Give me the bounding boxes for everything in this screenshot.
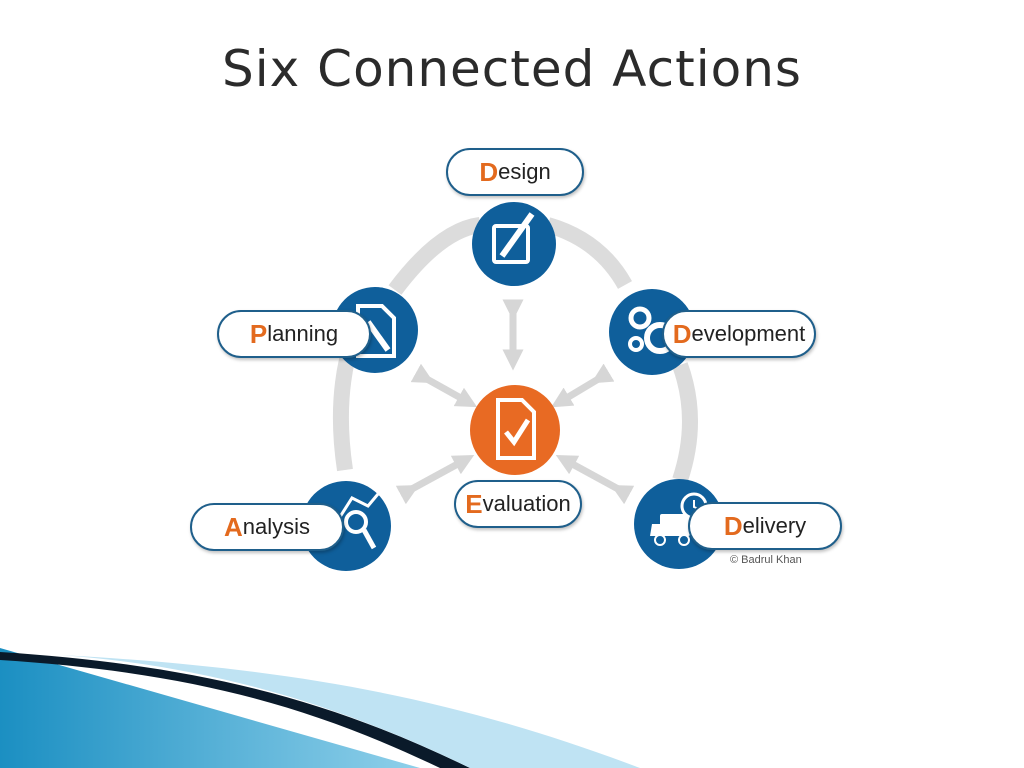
- arc-planning-design: [388, 217, 482, 295]
- arrow-delivery-evaluation: [555, 454, 635, 505]
- slide-title: Six Connected Actions: [222, 40, 802, 98]
- center-arrows: [395, 299, 635, 505]
- arrow-development-evaluation: [550, 363, 615, 408]
- bottom-decorative-band: [0, 648, 640, 768]
- evaluation-node-circle: [470, 385, 560, 475]
- arc-design-development: [545, 217, 632, 290]
- arc-development-delivery: [672, 362, 698, 483]
- document-check-icon: [496, 398, 536, 460]
- credit-text: © Badrul Khan: [730, 554, 802, 566]
- edit-icon: [492, 212, 535, 264]
- arrow-analysis-evaluation: [395, 454, 475, 505]
- arrow-planning-evaluation: [410, 363, 478, 408]
- design-node-circle: [472, 202, 556, 286]
